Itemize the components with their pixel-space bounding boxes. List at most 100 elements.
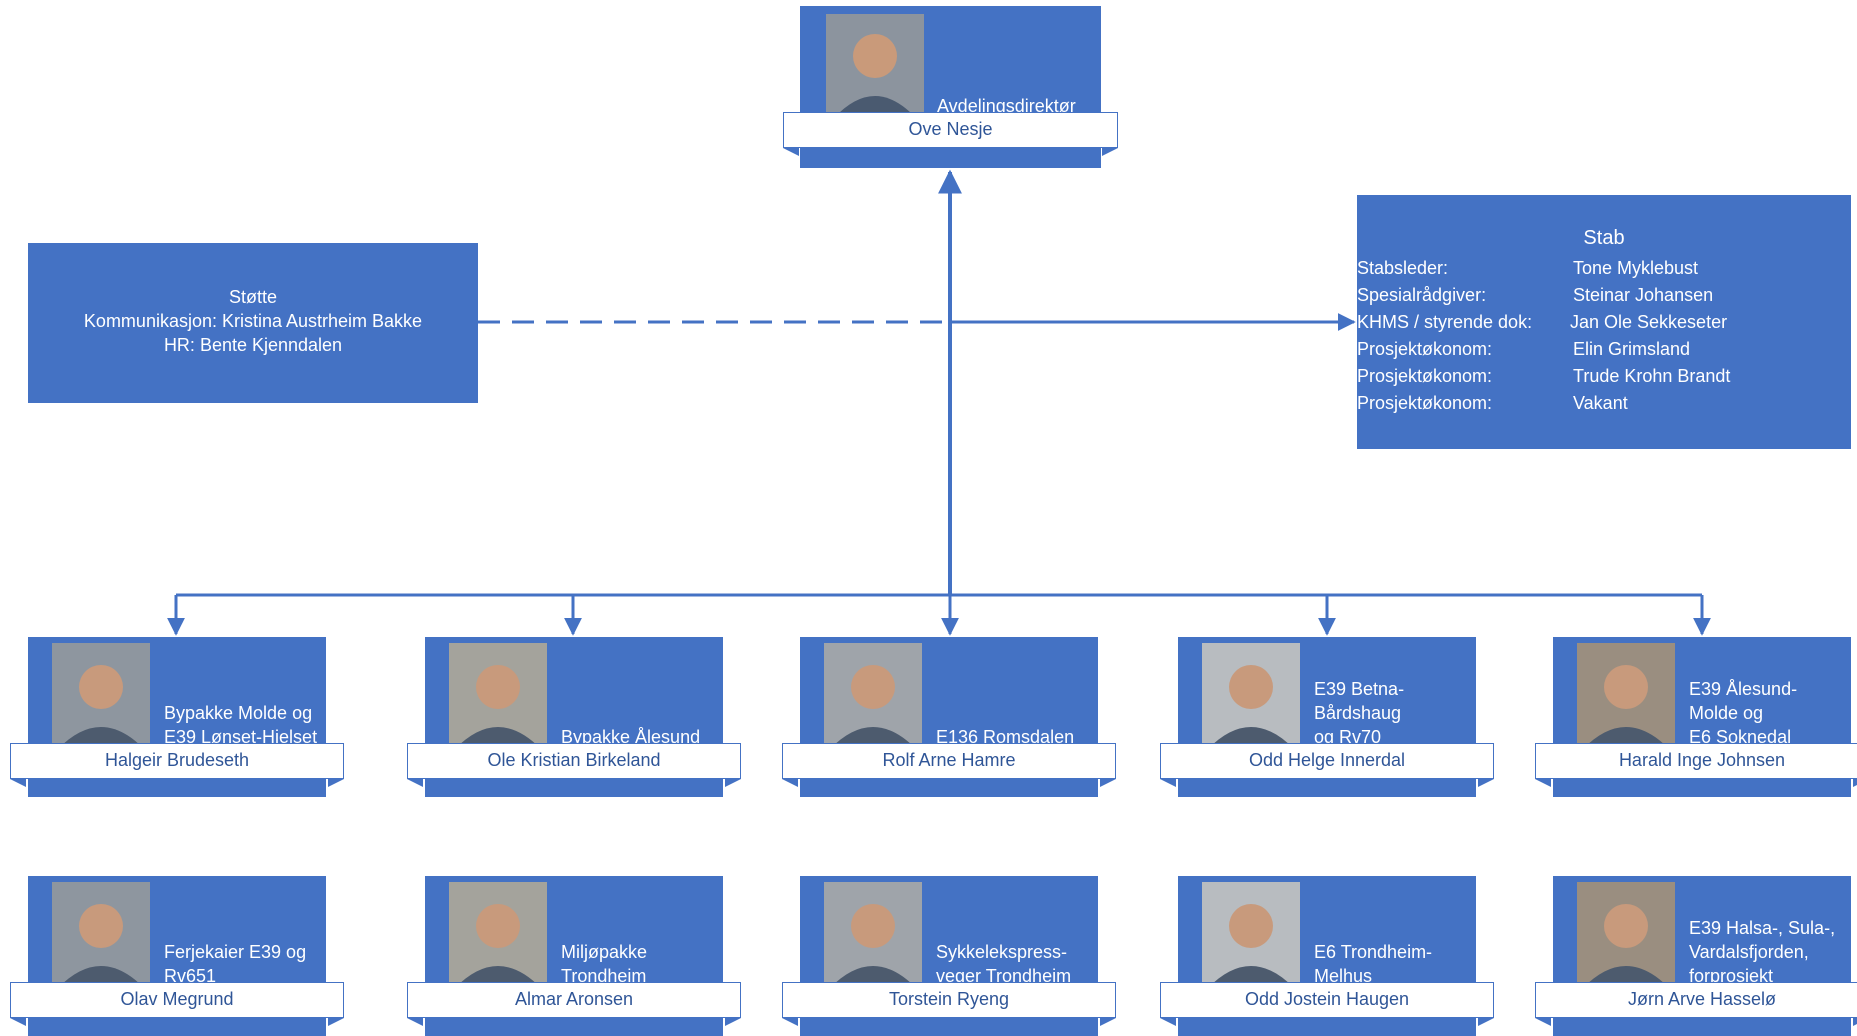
banner-fold (328, 1018, 344, 1026)
banner-fold (1478, 779, 1494, 787)
leader-role-line: Rv651 (164, 966, 217, 986)
leader-role-line: Bypakke Molde og (164, 703, 313, 723)
banner-fold (1160, 779, 1176, 787)
leader-role-line: E39 Lønset-Hjelset (164, 727, 318, 747)
leader-photo (52, 643, 150, 749)
leader-photo (1577, 643, 1675, 749)
leader-role-line: forprosjekt (1689, 966, 1774, 986)
leader-role-line: E136 Romsdalen (936, 727, 1075, 747)
leader-name-banner: Odd Jostein Haugen (1160, 982, 1494, 1018)
leader-role: E6 Trondheim- Melhus (1314, 940, 1432, 988)
banner-fold (1853, 779, 1857, 787)
leader-name: Ole Kristian Birkeland (487, 750, 661, 770)
banner-fold (1160, 1018, 1176, 1026)
leader-photo (449, 643, 547, 749)
leader-name: Halgeir Brudeseth (104, 750, 250, 770)
leader-name: Olav Megrund (120, 989, 234, 1009)
leader-photo (449, 882, 547, 988)
leader-role-line: Vardalsfjorden, (1689, 942, 1809, 962)
leader-role: E39 Betna- Bårdshaug og Rv70 (1314, 677, 1404, 749)
leader-role-line: E39 Betna- (1314, 679, 1405, 699)
staff-title: Stab (1583, 227, 1625, 249)
leader-name-banner: Halgeir Brudeseth (10, 743, 344, 779)
leader-name-banner: Almar Aronsen (407, 982, 741, 1018)
leader-role: E136 Romsdalen (936, 725, 1074, 749)
leader-photo (1202, 643, 1300, 749)
support-line-1: Kommunikasjon: Kristina Austrheim Bakke (83, 311, 423, 331)
leader-role: E39 Ålesund- Molde og E6 Soknedal (1689, 677, 1797, 749)
leader-role-line: veger Trondheim (936, 966, 1072, 986)
director-title: Avdelingsdirektør (937, 96, 1076, 116)
staff-role: Prosjektøkonom: (1357, 339, 1493, 359)
leader-name-banner: Olav Megrund (10, 982, 344, 1018)
staff-member: Tone Myklebust (1573, 258, 1699, 278)
leader-role-line: Ferjekaier E39 og (164, 942, 307, 962)
leader-role: Sykkelekspress-veger Trondheim (936, 940, 1071, 988)
banner-fold (1535, 779, 1551, 787)
leader-name-banner: Harald Inge Johnsen (1535, 743, 1857, 779)
banner-fold (1535, 1018, 1551, 1026)
staff-role: Stabsleder: (1357, 258, 1449, 278)
leader-name-banner: Odd Helge Innerdal (1160, 743, 1494, 779)
banner-fold (10, 779, 26, 787)
leader-photo (52, 882, 150, 988)
staff-member: Elin Grimsland (1573, 339, 1691, 359)
staff-role: Prosjektøkonom: (1357, 366, 1493, 386)
banner-fold (407, 779, 423, 787)
leader-role: E39 Halsa-, Sula-,Vardalsfjorden,forpros… (1689, 916, 1835, 988)
support-box: Støtte Kommunikasjon: Kristina Austrheim… (28, 243, 478, 403)
banner-fold (1478, 1018, 1494, 1026)
banner-fold (1100, 779, 1116, 787)
leader-name: Odd Helge Innerdal (1248, 750, 1406, 770)
banner-fold (1100, 1018, 1116, 1026)
leader-photo (1202, 882, 1300, 988)
director-name: Ove Nesje (908, 119, 993, 139)
staff-role: Spesialrådgiver: (1357, 285, 1487, 305)
leader-role: Bypakke Ålesund (561, 725, 700, 749)
leader-role-line: Melhus (1314, 966, 1373, 986)
leader-role-line: og Rv70 (1314, 727, 1382, 747)
leader-role: Bypakke Molde og E39 Lønset-Hjelset (164, 701, 317, 749)
banner-fold (725, 779, 741, 787)
staff-role: KHMS / styrende dok: (1357, 312, 1533, 332)
staff-member: Jan Ole Sekkeseter (1570, 312, 1728, 332)
banner-fold (1853, 1018, 1857, 1026)
leader-name: Odd Jostein Haugen (1244, 989, 1410, 1009)
banner-fold (782, 1018, 798, 1026)
director-name-banner: Ove Nesje (783, 112, 1118, 148)
banner-fold (725, 1018, 741, 1026)
director-card: Avdelingsdirektør (800, 6, 1101, 168)
leader-name-banner: Ole Kristian Birkeland (407, 743, 741, 779)
banner-fold (407, 1018, 423, 1026)
banner-fold (1102, 148, 1118, 156)
leader-role-line: Bårdshaug (1314, 703, 1402, 723)
leader-role-line: Miljøpakke (561, 942, 648, 962)
leader-name: Rolf Arne Hamre (882, 750, 1016, 770)
leader-name: Almar Aronsen (514, 989, 634, 1009)
leader-photo (1577, 882, 1675, 988)
leader-role-line: Trondheim (561, 966, 647, 986)
leader-role-line: Bypakke Ålesund (561, 727, 701, 747)
leader-role-line: Molde og (1689, 703, 1764, 723)
banner-fold (328, 779, 344, 787)
support-title: Støtte (228, 287, 277, 307)
leader-role-line: Sykkelekspress- (936, 942, 1068, 962)
banner-fold (783, 148, 799, 156)
leader-role-line: E39 Ålesund- (1689, 679, 1798, 699)
leader-photo (824, 643, 922, 749)
leader-role-line: E6 Trondheim- (1314, 942, 1433, 962)
leader-name: Harald Inge Johnsen (1618, 750, 1786, 770)
staff-member: Vakant (1573, 393, 1628, 413)
leader-name-banner: Jørn Arve Hasselø (1535, 982, 1857, 1018)
banner-fold (10, 1018, 26, 1026)
staff-role: Prosjektøkonom: (1357, 393, 1493, 413)
leader-role-line: E6 Soknedal (1689, 727, 1792, 747)
staff-box: Stab Stabsleder: Tone Myklebust Spesialr… (1357, 195, 1851, 449)
staff-member: Trude Krohn Brandt (1573, 366, 1731, 386)
staff-member: Steinar Johansen (1573, 285, 1714, 305)
leader-name: Torstein Ryeng (888, 989, 1010, 1009)
leader-role: Ferjekaier E39 og Rv651 (164, 940, 306, 988)
director-photo (826, 14, 924, 118)
leader-name: Jørn Arve Hasselø (1627, 989, 1777, 1009)
